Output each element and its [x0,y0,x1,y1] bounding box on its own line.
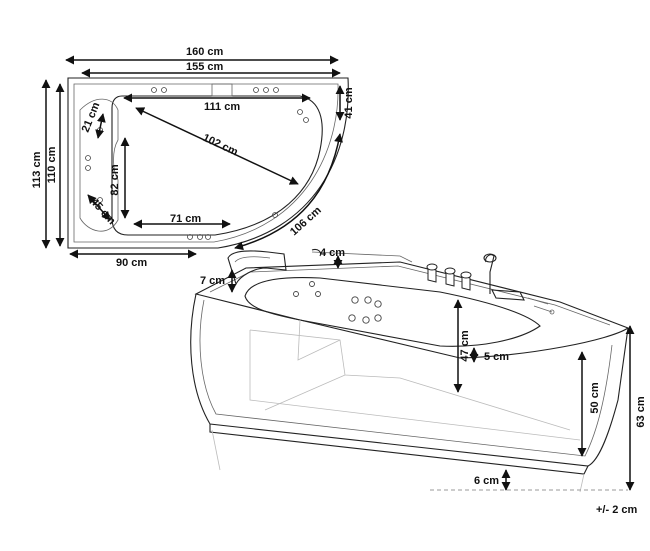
label-basin-depth: 82 cm [109,164,121,195]
label-panel-height: 50 cm [589,382,601,413]
label-curve: 106 cm [288,204,324,238]
label-rim-height: 4 cm [320,247,345,259]
label-basin-top: 111 cm [204,101,240,113]
label-tolerance: +/- 2 cm [596,504,637,516]
side-view-drawing [190,248,635,493]
label-right-depth: 41 cm [343,87,355,118]
label-outer-height: 113 cm [31,151,43,188]
label-basin-bottom: 71 cm [170,213,201,225]
top-view-drawing [41,55,349,259]
label-feet: 6 cm [474,475,499,487]
label-base-width: 90 cm [116,257,147,269]
label-basin-depth-side: 47 cm [459,330,471,361]
label-inner-width: 155 cm [186,61,224,73]
label-step: 5 cm [484,351,509,363]
label-outer-width: 160 cm [186,46,224,58]
label-headrest-height: 7 cm [200,275,225,287]
label-inner-height: 110 cm [46,146,58,183]
label-diagonal: 102 cm [201,132,240,159]
label-total-height: 63 cm [635,396,647,427]
